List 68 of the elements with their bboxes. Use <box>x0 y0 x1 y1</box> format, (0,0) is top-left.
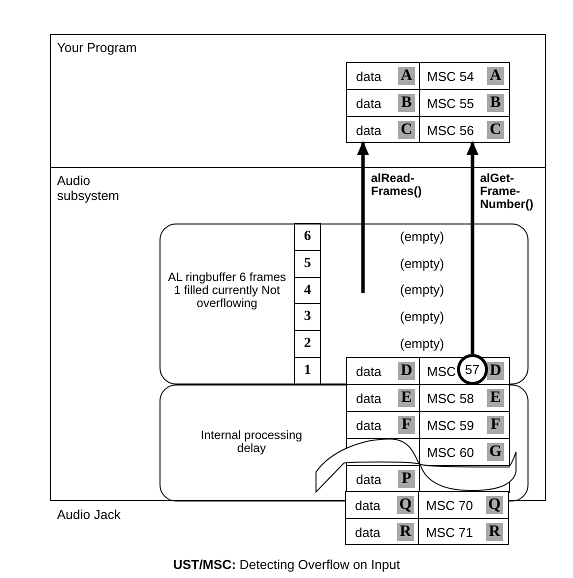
msc-text: MSC 71 <box>426 525 473 540</box>
data-text: data <box>355 525 380 540</box>
msc-text: MSC 70 <box>426 498 473 513</box>
msc-text: MSC 58 <box>427 391 474 406</box>
msc-text: MSC <box>427 364 456 379</box>
frame-letter: C <box>487 121 504 139</box>
frame-letter: Q <box>486 496 503 514</box>
data-text: data <box>355 498 380 513</box>
data-text: data <box>356 472 382 487</box>
msc-text: MSC 54 <box>427 69 474 84</box>
msc-number: 57 <box>465 362 480 377</box>
region-title: Audio subsystem <box>57 173 120 203</box>
slot-status: (empty) <box>400 229 444 244</box>
frame-row <box>346 62 510 90</box>
edge-label: alRead- Frames() <box>371 172 423 198</box>
edge-label: alGet- Frame- Number() <box>480 172 534 211</box>
frame-letter: D <box>398 362 415 380</box>
data-text: data <box>356 123 382 138</box>
frame-row <box>346 89 510 117</box>
frame-letter: C <box>398 121 415 139</box>
frame-row <box>346 384 510 412</box>
msc-text: MSC 55 <box>427 96 474 111</box>
frame-letter: B <box>487 94 504 112</box>
frame-letter: P <box>398 470 415 488</box>
frame-row <box>345 518 509 545</box>
slot-number: 5 <box>294 250 321 278</box>
frame-letter: R <box>486 523 503 541</box>
frame-letter: B <box>398 94 415 112</box>
frame-row <box>419 438 510 466</box>
arrow <box>357 141 369 293</box>
slot-status: (empty) <box>400 309 444 324</box>
data-text: data <box>356 364 382 379</box>
region-label: Audio Jack <box>57 507 121 522</box>
slot-status: (empty) <box>400 256 444 271</box>
frame-letter: A <box>487 67 504 85</box>
frame-letter: G <box>487 443 504 461</box>
slot-number: 3 <box>294 303 321 331</box>
frame-letter: F <box>398 416 415 434</box>
slot-number: 6 <box>294 223 321 251</box>
description-text: Internal processing delay <box>200 429 304 455</box>
data-text: data <box>356 96 382 111</box>
slot-number: 4 <box>294 277 321 304</box>
frame-letter: R <box>397 523 414 541</box>
frame-letter: E <box>487 389 504 407</box>
description-text: AL ringbuffer 6 frames 1 filled currently Not overflowing <box>167 271 287 310</box>
frame-letter: F <box>487 416 504 434</box>
frame-row <box>346 116 510 143</box>
data-text: data <box>356 69 382 84</box>
data-text: data <box>356 418 382 433</box>
frame-row <box>345 491 509 519</box>
frame-row <box>346 465 420 493</box>
msc-text: MSC 59 <box>427 418 474 433</box>
frame-letter: D <box>487 362 504 380</box>
data-text: data <box>356 391 382 406</box>
msc-text: MSC 56 <box>427 123 474 138</box>
arrow <box>466 141 478 354</box>
frame-letter: Q <box>397 496 414 514</box>
frame-letter: E <box>398 389 415 407</box>
region-title: Your Program <box>57 40 137 55</box>
caption: UST/MSC: Detecting Overflow on Input <box>172 557 401 572</box>
msc-text: MSC 60 <box>427 445 474 460</box>
slot-status: (empty) <box>400 336 444 351</box>
frame-letter: A <box>398 67 415 85</box>
slot-status: (empty) <box>400 282 444 297</box>
frame-row <box>346 411 510 439</box>
slot-number: 2 <box>294 330 321 358</box>
region-panel <box>50 34 546 168</box>
slot-number: 1 <box>294 357 321 385</box>
